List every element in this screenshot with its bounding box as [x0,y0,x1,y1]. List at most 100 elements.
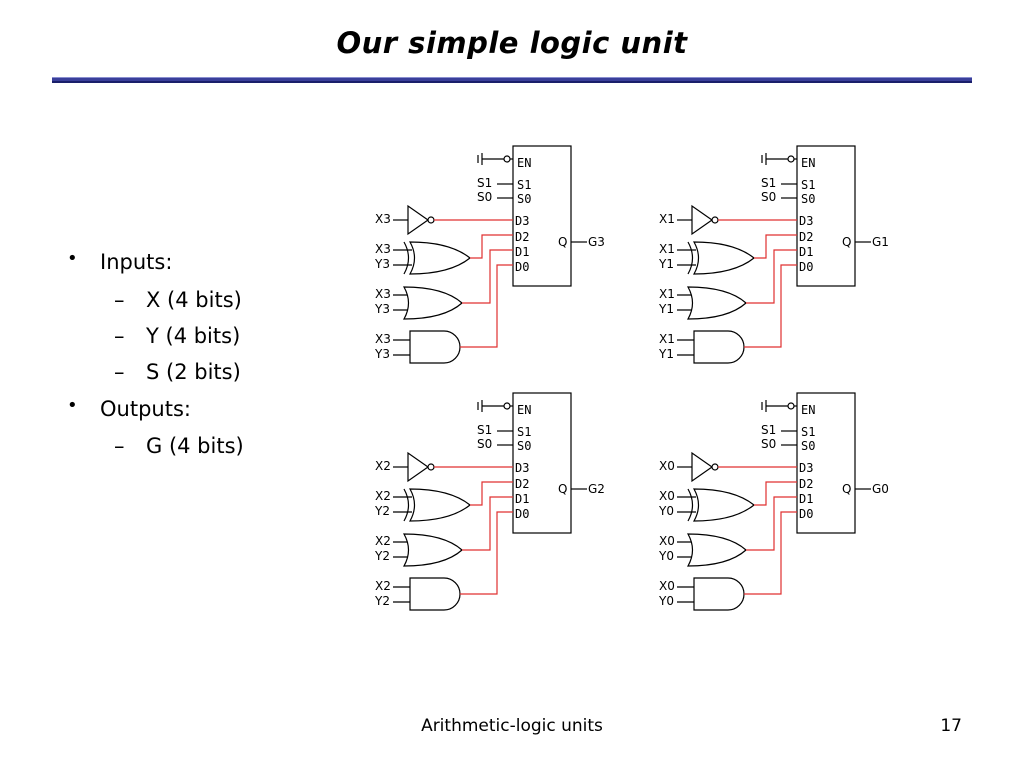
mux-d3-label: D3 [799,461,813,475]
input-y-label: Y1 [658,257,674,271]
output-label: G1 [872,235,889,249]
bullet-x: – X (4 bits) [114,288,242,312]
mux-s1-label: S1 [801,425,815,439]
mux-d3-label: D3 [799,214,813,228]
or-gate [402,533,463,567]
mux-d1-label: D1 [799,245,813,259]
mux-d2-label: D2 [799,477,813,491]
mux-s0-label: S0 [801,439,815,453]
xor-gate-back-arc [687,488,694,522]
input-x-label: X3 [375,212,391,226]
input-y-label: Y2 [374,594,390,608]
bullet-y: – Y (4 bits) [114,324,241,348]
input-y-label: Y3 [374,257,390,271]
input-x-label: X2 [375,489,391,503]
mux-en-label: EN [801,403,815,417]
xor-gate [692,241,755,275]
bullet-s: – S (2 bits) [114,360,241,384]
input-y-label: Y0 [658,504,674,518]
bullet-outputs-text: Outputs: [100,397,191,421]
mux-s1-label: S1 [517,425,531,439]
and-gate [693,577,745,611]
input-y-label: Y3 [374,347,390,361]
mux-en-label: EN [517,403,531,417]
en-inversion-bubble [787,402,795,410]
select-s0-label: S0 [761,190,776,204]
page-number: 17 [940,716,962,736]
not-gate-bubble [711,463,719,471]
mux-q-label: Q [558,235,567,249]
wire-d0 [460,511,513,595]
and-gate [409,577,461,611]
wire-d1 [746,496,797,551]
mux-en-label: EN [517,156,531,170]
input-x-label: X3 [375,332,391,346]
mux-d2-label: D2 [799,230,813,244]
bullet-g-text: G (4 bits) [146,434,244,458]
bullet-dash: – [114,360,125,384]
bullet-inputs: • Inputs: [67,248,173,274]
en-inversion-bubble [503,155,511,163]
slide-title: Our simple logic unit [336,26,688,60]
input-x-label: X0 [659,489,675,503]
mux-q-label: Q [558,482,567,496]
xor-gate [408,488,471,522]
input-x-label: X2 [375,459,391,473]
xor-gate-back-arc [403,241,410,275]
not-gate-bubble [711,216,719,224]
select-s1-label: S1 [477,423,492,437]
input-y-label: Y0 [658,594,674,608]
input-x-label: X1 [659,287,675,301]
input-y-label: Y1 [658,347,674,361]
wire-d2 [470,234,513,259]
input-x-label: X0 [659,579,675,593]
footer-title: Arithmetic-logic units [421,716,603,736]
select-s1-label: S1 [477,176,492,190]
bullet-y-text: Y (4 bits) [146,324,241,348]
mux-s0-label: S0 [801,192,815,206]
not-gate-bubble [427,216,435,224]
input-y-label: Y2 [374,549,390,563]
wire-d2 [754,481,797,506]
xor-gate [692,488,755,522]
not-gate [691,451,714,483]
mux-q-label: Q [842,235,851,249]
select-s0-label: S0 [761,437,776,451]
select-s0-label: S0 [477,437,492,451]
bullet-inputs-text: Inputs: [100,250,173,274]
mux-d1-label: D1 [515,245,529,259]
input-x-label: X0 [659,459,675,473]
mux-d0-label: D0 [515,507,529,521]
mux-box [796,145,856,287]
not-gate [407,451,430,483]
wire-d1 [462,249,513,304]
mux-d1-label: D1 [799,492,813,506]
output-label: G2 [588,482,605,496]
bullet-s-text: S (2 bits) [146,360,241,384]
and-gate [409,330,461,364]
bullet-x-text: X (4 bits) [146,288,242,312]
mux-box [512,145,572,287]
output-label: G3 [588,235,605,249]
input-x-label: X2 [375,534,391,548]
input-x-label: X3 [375,287,391,301]
input-x-label: X2 [375,579,391,593]
bullet-g: – G (4 bits) [114,434,244,458]
mux-d3-label: D3 [515,214,529,228]
or-gate [686,533,747,567]
mux-en-label: EN [801,156,815,170]
mux-d0-label: D0 [515,260,529,274]
bullet-dash: – [114,324,125,348]
and-gate [693,330,745,364]
input-x-label: X1 [659,212,675,226]
mux-d0-label: D0 [799,260,813,274]
input-y-label: Y2 [374,504,390,518]
mux-d2-label: D2 [515,230,529,244]
mux-s1-label: S1 [517,178,531,192]
or-gate [402,286,463,320]
mux-d2-label: D2 [515,477,529,491]
output-label: G0 [872,482,889,496]
xor-gate-back-arc [687,241,694,275]
en-inversion-bubble [787,155,795,163]
